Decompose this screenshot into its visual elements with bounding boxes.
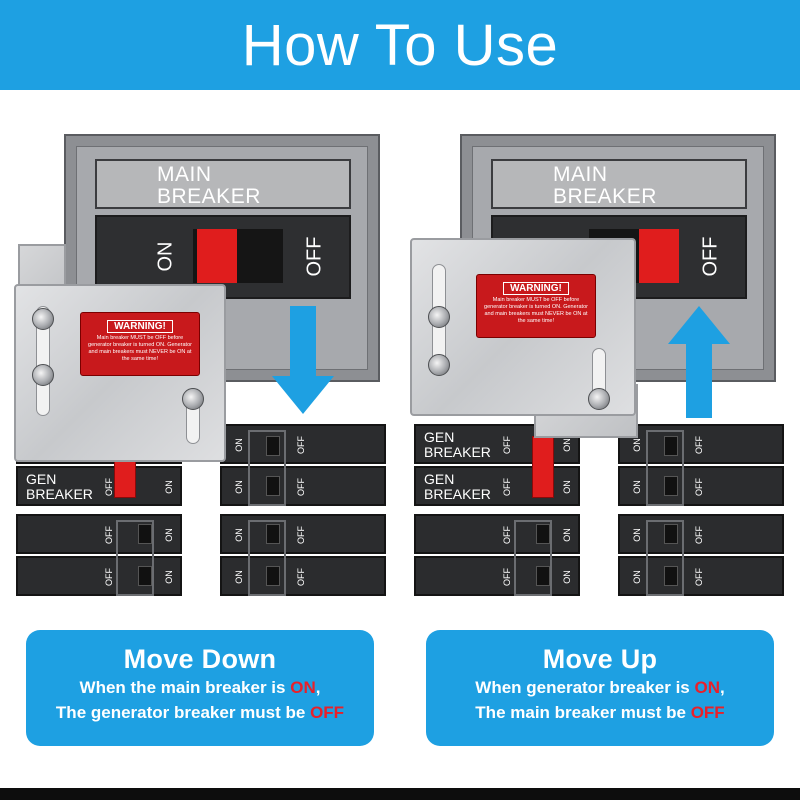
bottom-border	[0, 788, 800, 800]
scene-move-up: MAIN BREAKER ON OFF GEN BREAKER OFF ON G…	[400, 0, 800, 746]
step-title: Move Down	[123, 644, 277, 674]
breaker-column-right: ON OFF ON OFF ON OFF ON OFF	[618, 424, 784, 598]
scene-move-down: MAIN BREAKER ON OFF GEN BREAKER OFF GEN …	[0, 0, 400, 746]
main-breaker-label: MAIN BREAKER	[95, 159, 351, 209]
main-breaker-label: MAIN BREAKER	[491, 159, 747, 209]
bolt-icon	[32, 364, 54, 386]
interlock-plate[interactable]: WARNING! Main breaker MUST be OFF before…	[410, 238, 636, 416]
gen-breaker-handle-on	[532, 436, 554, 498]
state-off: OFF	[690, 703, 725, 722]
state-on: ON	[290, 678, 316, 697]
main-breaker-handle-on	[197, 229, 237, 283]
state-off: OFF	[310, 703, 345, 722]
caption-move-up: Move Up When generator breaker is ON, Th…	[426, 630, 774, 746]
gen-breaker-label-2: GEN BREAKER	[26, 471, 93, 502]
state-on: ON	[694, 678, 720, 697]
page-title: How To Use	[241, 12, 559, 78]
gen-breaker-label-2: GEN BREAKER	[424, 471, 491, 502]
caption-move-down: Move Down When the main breaker is ON, T…	[26, 630, 374, 746]
main-breaker-handle-off	[639, 229, 679, 283]
main-on-label: ON	[154, 241, 177, 272]
bolt-icon	[428, 306, 450, 328]
step-title: Move Up	[542, 644, 658, 674]
breaker-column-left: GEN BREAKER OFF ON GEN BREAKER OFF ON OF…	[414, 424, 580, 598]
main-off-label: OFF	[699, 236, 722, 277]
interlock-plate[interactable]: WARNING! Main breaker MUST be OFF before…	[14, 284, 226, 462]
warning-label: WARNING! Main breaker MUST be OFF before…	[476, 274, 596, 338]
bolt-icon	[588, 388, 610, 410]
breaker-column-right: ON OFF ON OFF ON OFF ON OFF	[220, 424, 386, 598]
bolt-icon	[182, 388, 204, 410]
main-off-label: OFF	[303, 236, 326, 277]
warning-label: WARNING! Main breaker MUST be OFF before…	[80, 312, 200, 376]
bolt-icon	[32, 308, 54, 330]
title-banner: How To Use	[0, 0, 800, 90]
bolt-icon	[428, 354, 450, 376]
gen-breaker-label: GEN BREAKER	[424, 429, 491, 460]
